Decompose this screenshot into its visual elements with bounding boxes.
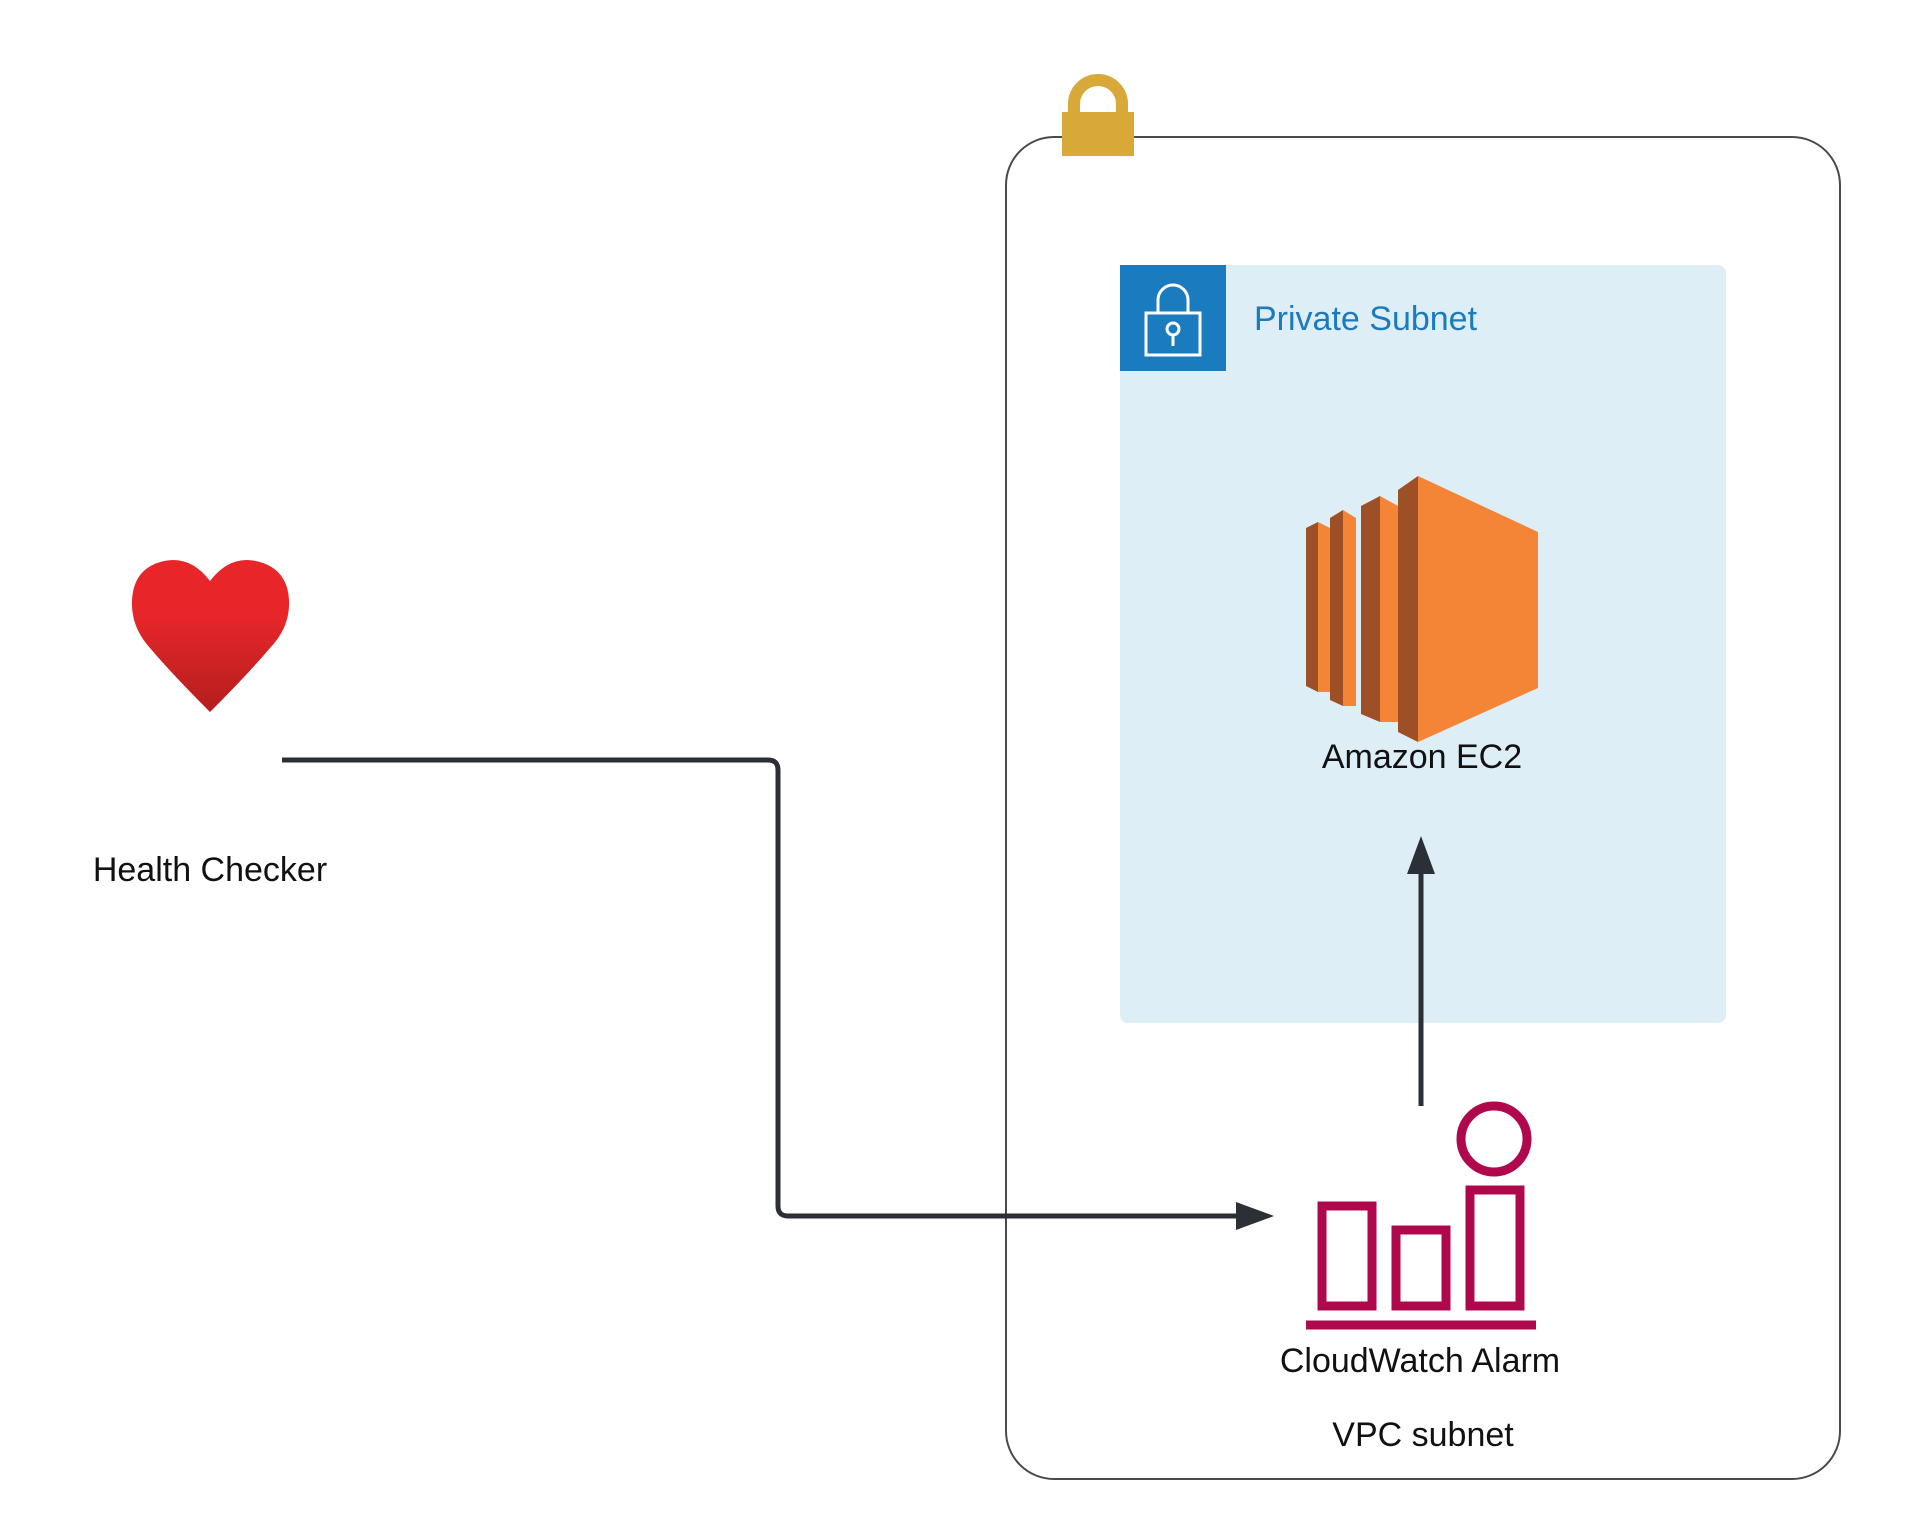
cloudwatch-alarm-node[interactable]: CloudWatch Alarm [1280,1101,1560,1380]
arrowhead-ec2 [1407,836,1435,874]
private-subnet-label: Private Subnet [1254,300,1478,338]
cloudwatch-alarm-label: CloudWatch Alarm [1280,1342,1560,1380]
cloudwatch-alarm-icon [1306,1101,1536,1330]
ec2-instance-icon [1306,476,1538,742]
vpc-label: VPC subnet [1332,1416,1514,1454]
vpc-border [1005,136,1841,1480]
ec2-node[interactable]: Amazon EC2 [1306,476,1538,776]
padlock-icon [1062,74,1134,156]
health-checker-node[interactable]: Health Checker [93,559,327,889]
vpc-container[interactable]: VPC subnet [1005,74,1841,1480]
arrowhead-alarm [1236,1202,1274,1230]
ec2-label: Amazon EC2 [1322,738,1522,776]
connector-alarm-to-ec2[interactable] [1407,836,1435,1106]
heart-icon [131,559,290,712]
health-checker-label: Health Checker [93,851,327,889]
subnet-lock-icon [1120,265,1226,371]
connector-health-to-alarm[interactable] [282,757,1274,1230]
